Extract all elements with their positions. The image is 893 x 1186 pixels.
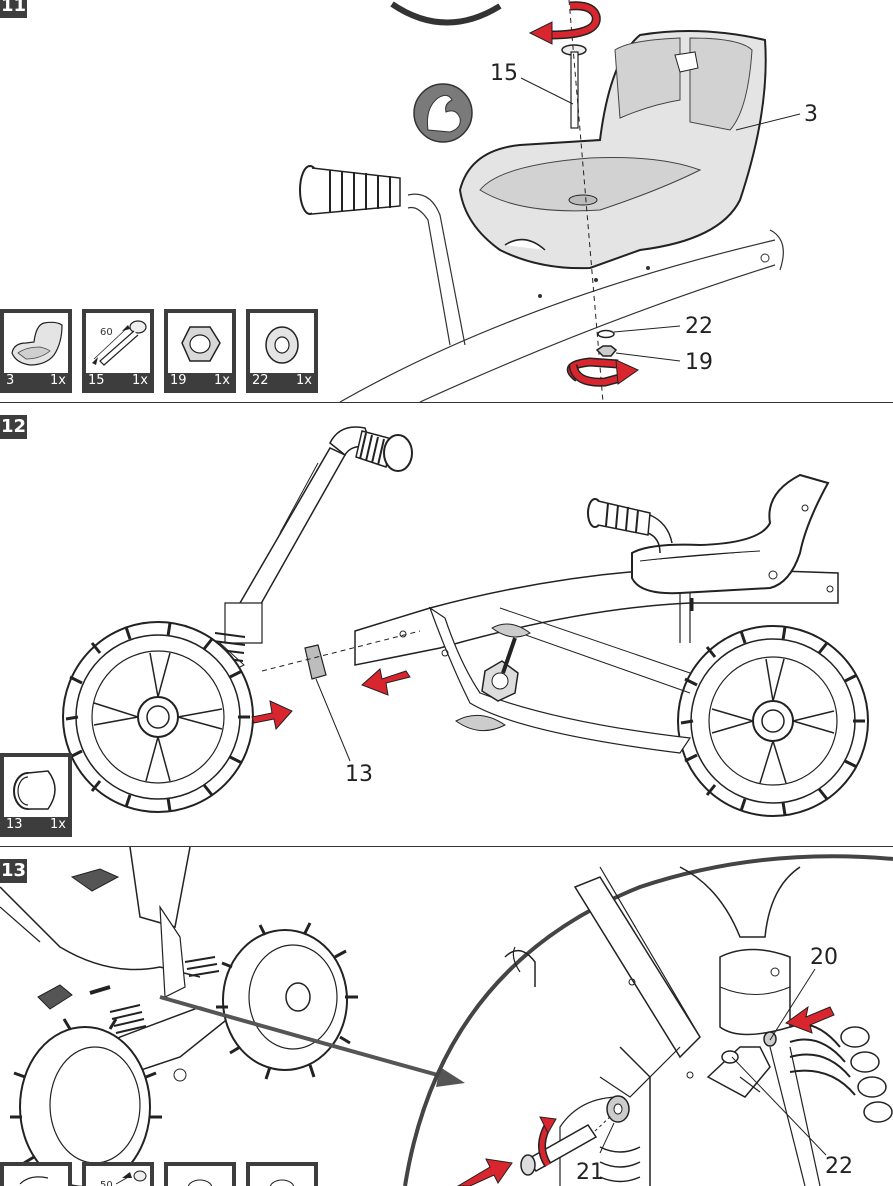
part-quantity: 1x <box>50 373 66 388</box>
handlebar-grip-icon <box>355 430 413 472</box>
step-number-badge: 12 <box>0 415 27 439</box>
washer-icon <box>269 1179 295 1186</box>
part-box-partial <box>246 1162 318 1186</box>
part-box-nut: 19 1x <box>164 309 236 393</box>
part-quantity: 1x <box>296 373 312 388</box>
length-label: 60 <box>100 327 113 338</box>
part-box-partial <box>0 1162 72 1186</box>
rear-wheel-illustration <box>677 625 869 817</box>
handlebar-grip-icon <box>299 165 401 215</box>
part-quantity: 1x <box>214 373 230 388</box>
wheel-illustration <box>10 1018 162 1186</box>
bushing-13-illustration <box>304 644 327 680</box>
handlebar-grip-icon <box>587 498 673 554</box>
seat-icon <box>19 1176 49 1185</box>
part-number: 22 <box>252 373 269 388</box>
part-box-seat: 3 1x <box>0 309 72 393</box>
washer-21-illustration <box>606 1095 630 1123</box>
wheel-illustration <box>216 922 358 1080</box>
front-wheel-illustration <box>62 621 254 813</box>
part-box-partial <box>164 1162 236 1186</box>
part-quantity: 1x <box>132 373 148 388</box>
assembly-step-11: 11 15 3 22 19 3 1x 60 15 1x <box>0 0 893 402</box>
part-number: 3 <box>6 373 15 388</box>
step-11-illustration <box>299 0 801 402</box>
part-label: 13 1x <box>4 817 68 833</box>
assembly-step-12: 12 13 13 1x <box>0 403 893 846</box>
part-label: 15 1x <box>86 373 150 389</box>
washer-icon <box>265 326 299 364</box>
part-box-washer: 22 1x <box>246 309 318 393</box>
step-12-illustration <box>62 426 869 817</box>
part-number: 13 <box>6 817 23 832</box>
seat-illustration <box>631 473 830 611</box>
part-label: 19 1x <box>168 373 232 389</box>
bolt-icon <box>92 320 147 366</box>
seat-icon <box>11 321 63 366</box>
part-box-bolt: 50 <box>82 1162 154 1186</box>
pedal-illustration <box>37 868 120 1010</box>
pedal-illustration <box>455 623 531 732</box>
detail-view <box>504 866 893 1186</box>
callout-label: 20 <box>810 945 838 970</box>
push-arrow-icon <box>457 1158 513 1186</box>
part-number: 15 <box>88 373 105 388</box>
callout-label: 15 <box>490 61 518 86</box>
spring-illustration <box>211 632 246 662</box>
part-label: 22 1x <box>250 373 314 389</box>
callout-label: 22 <box>825 1154 853 1179</box>
part-box-bushing: 13 1x <box>0 753 72 837</box>
part-label: 3 1x <box>4 373 68 389</box>
washer-icon <box>187 1179 213 1186</box>
part-box-bolt: 60 15 1x <box>82 309 154 393</box>
step-divider <box>0 402 893 403</box>
seat-illustration <box>458 30 767 270</box>
part-quantity: 1x <box>50 817 66 832</box>
push-arrow-icon <box>251 700 293 731</box>
part-number: 19 <box>170 373 187 388</box>
length-label: 50 <box>100 1180 113 1186</box>
step-13-illustration <box>0 847 893 1186</box>
step-divider <box>0 846 893 847</box>
callout-label: 21 <box>576 1160 604 1185</box>
nut-icon <box>181 326 221 362</box>
spring-illustration <box>109 956 220 1034</box>
rotate-arrow-icon <box>528 1 601 45</box>
callout-label: 13 <box>345 762 373 787</box>
step-number-badge: 13 <box>0 859 27 883</box>
callout-label: 19 <box>685 350 713 375</box>
push-arrow-icon <box>784 1005 835 1034</box>
assembly-step-13: 13 20 21 22 50 <box>0 847 893 1186</box>
callout-label: 3 <box>804 102 818 127</box>
step-number-badge: 11 <box>0 0 27 18</box>
bushing-icon <box>13 770 56 810</box>
push-arrow-icon <box>361 668 411 696</box>
rotate-arrow-icon <box>566 357 640 387</box>
bolt-icon <box>115 1170 147 1185</box>
tighten-firmly-icon <box>413 83 473 143</box>
rotate-arrow-icon <box>538 1116 557 1168</box>
callout-label: 22 <box>685 314 713 339</box>
